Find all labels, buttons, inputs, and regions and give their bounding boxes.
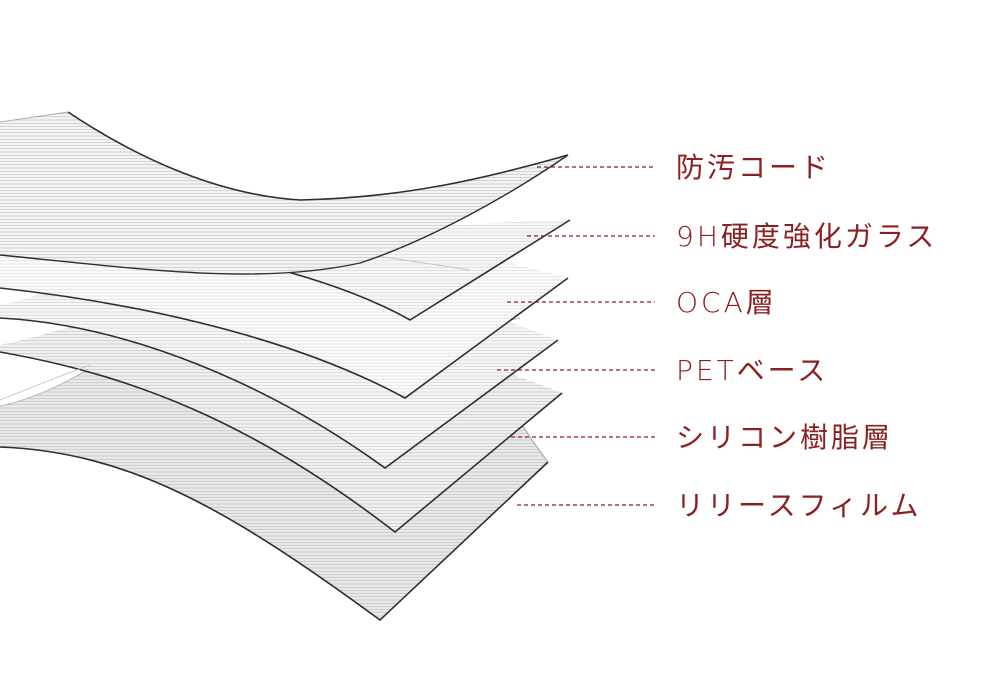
layer-labels: 防汚コード 9H硬度強化ガラス OCA層 PETベース シリコン樹脂層 リリース…: [676, 151, 937, 522]
label-anti-smudge: 防汚コード: [676, 151, 831, 184]
pet-base-edge: [0, 317, 559, 469]
silicone-resin-edge: [0, 351, 563, 534]
label-silicone-resin: シリコン樹脂層: [676, 421, 893, 454]
release-film-edge: [0, 446, 549, 622]
label-9h-glass: 9H硬度強化ガラス: [676, 220, 937, 253]
oca-edge: [0, 277, 569, 399]
label-oca: OCA層: [676, 286, 777, 319]
label-release-film: リリースフィルム: [676, 489, 921, 522]
layer-sheet-anti-smudge: [0, 111, 569, 275]
anti-smudge-front-edge: [0, 154, 569, 275]
label-pet-base: PETベース: [676, 354, 828, 387]
anti-smudge-edge: [67, 111, 569, 201]
leader-lines: [497, 166, 655, 506]
